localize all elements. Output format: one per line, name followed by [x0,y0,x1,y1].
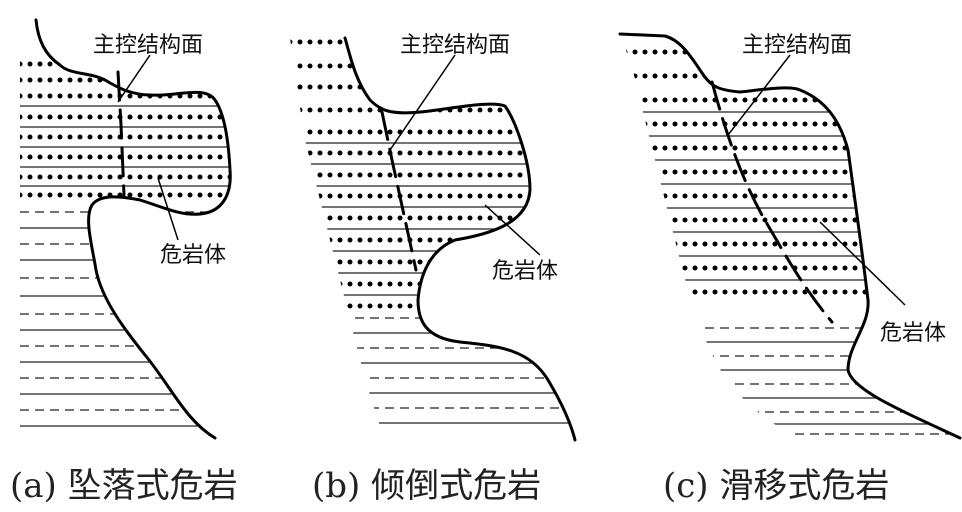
panel-c [618,32,962,440]
panel-a [20,18,232,440]
panel-c-structural-plane [710,80,834,324]
panel-c-caption: (c) 滑移式危岩 [663,466,889,506]
panel-a-slope-outline [34,18,232,440]
panel-a-structural-plane [116,70,126,197]
panel-a-rock-leader [157,177,179,241]
panel-c-structure-label: 主控结构面 [742,33,852,58]
panel-b-rock-leader [484,204,541,256]
panel-b-rock-label: 危岩体 [492,259,558,284]
panel-c-rock-label: 危岩体 [880,321,946,346]
panel-a-structure-label: 主控结构面 [93,33,203,58]
panel-c-slope-outline [618,32,962,440]
panel-b-structural-plane [380,110,418,272]
panel-c-rock-leader [819,221,906,306]
panel-a-caption: (a) 坠落式危岩 [10,466,238,506]
panel-a-rock-label: 危岩体 [160,243,226,268]
panel-b-structure-leader [389,54,456,151]
panel-b [290,36,577,442]
panel-b-structure-label: 主控结构面 [400,33,510,58]
panel-c-rock-fill [620,49,960,435]
panel-b-slope-outline [343,36,577,442]
panel-a-structure-leader [117,54,151,103]
panel-b-caption: (b) 倾倒式危岩 [312,466,541,506]
panel-c-structure-leader [727,54,791,136]
